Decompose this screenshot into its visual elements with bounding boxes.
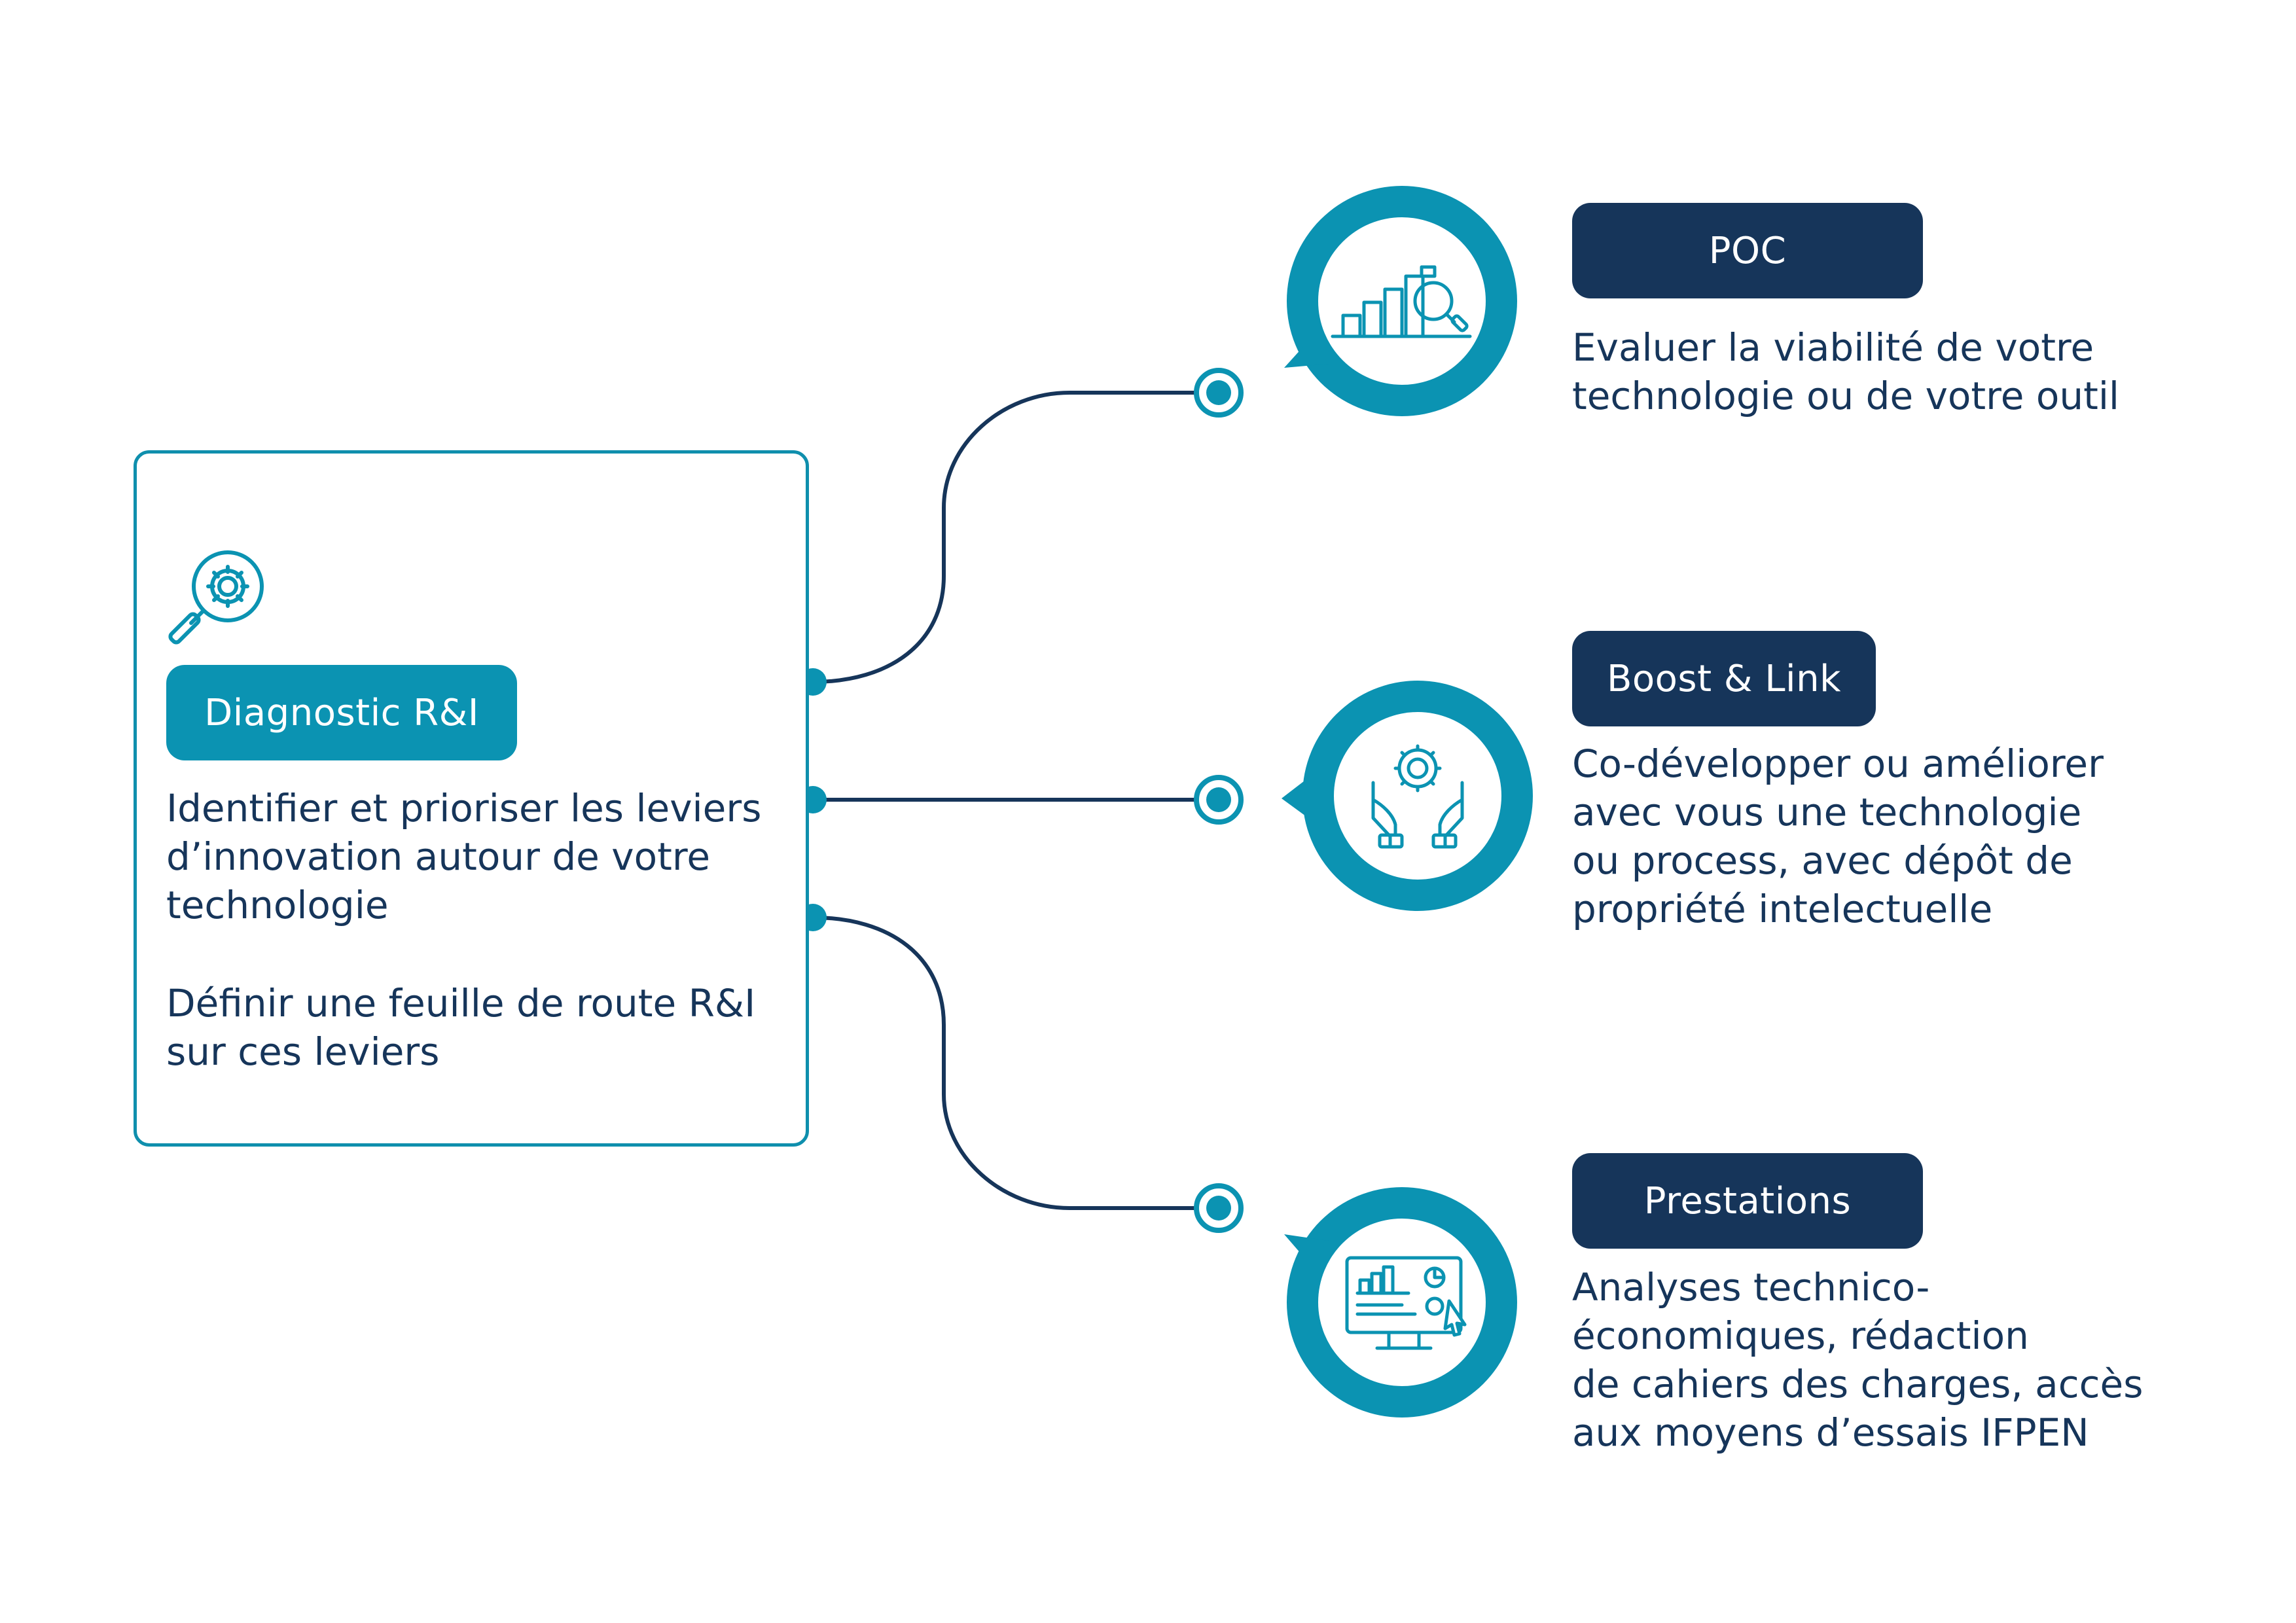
prestations-title-badge: Prestations — [1572, 1153, 1923, 1249]
poc-description: Evaluer la viabilité de votre technologi… — [1572, 325, 2120, 418]
connector-node-poc — [1194, 368, 1244, 418]
magnifier-gear-icon — [168, 550, 264, 645]
monitor-dashboard-icon — [1345, 1256, 1467, 1350]
bubble-prestations — [1284, 1187, 1517, 1418]
diagnostic-paragraph-2: Définir une feuille de route R&I sur ces… — [166, 981, 756, 1074]
connector-prestations — [812, 916, 1219, 1210]
diagnostic-title-badge: Diagnostic R&I — [166, 665, 517, 760]
chart-magnifier-icon — [1331, 265, 1472, 338]
prestations-title: Prestations — [1643, 1179, 1852, 1222]
connector-poc — [812, 391, 1219, 684]
diagnostic-title: Diagnostic R&I — [204, 691, 479, 734]
diagnostic-paragraph-1: Identifier et prioriser les leviers d’in… — [166, 786, 762, 927]
bubble-boost-link — [1282, 681, 1533, 911]
boost-link-description: Co-développer ou améliorer avec vous une… — [1572, 741, 2104, 931]
poc-title-badge: POC — [1572, 203, 1923, 298]
boost-link-title: Boost & Link — [1606, 657, 1842, 700]
connector-node-prestations — [1194, 1183, 1244, 1233]
diagnostic-card — [134, 450, 809, 1147]
prestations-description: Analyses technico- économiques, rédactio… — [1572, 1265, 2144, 1455]
boost-link-title-badge: Boost & Link — [1572, 631, 1876, 726]
connector-node-boost-link — [1194, 775, 1244, 825]
poc-title: POC — [1708, 229, 1787, 272]
hands-gear-icon — [1371, 744, 1464, 849]
